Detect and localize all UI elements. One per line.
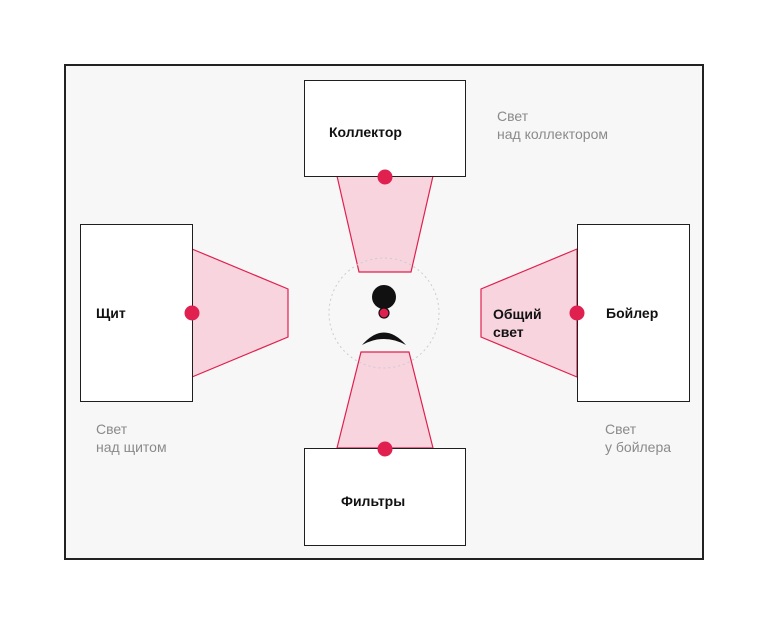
collector-box[interactable] [304, 80, 466, 177]
general-light-arc-icon [362, 332, 406, 345]
general-light-fixture-icon [372, 285, 396, 309]
filters-label: Фильтры [341, 493, 406, 509]
collector-label: Коллектор [329, 124, 402, 140]
panel-caption: Свет над щитом [96, 421, 167, 456]
filters-box[interactable] [304, 448, 466, 546]
boiler-caption: Свет у бойлера [605, 421, 671, 456]
general-light-range-circle [328, 257, 440, 369]
collector-caption-line2: над коллектором [497, 126, 608, 142]
panel-caption-line1: Свет [96, 421, 128, 437]
collector-caption: Свет над коллектором [497, 108, 608, 143]
collector-lamp-icon[interactable] [377, 169, 393, 185]
filters-lamp-icon[interactable] [377, 441, 393, 457]
general-light-label-line2: свет [493, 324, 524, 340]
boiler-caption-line1: Свет [605, 421, 637, 437]
boiler-box[interactable] [577, 224, 690, 402]
general-light-label-line1: Общий [493, 306, 542, 322]
boiler-lamp-icon[interactable] [569, 305, 585, 321]
panel-lamp-icon[interactable] [184, 305, 200, 321]
panel-label: Щит [96, 305, 126, 321]
panel-caption-line2: над щитом [96, 439, 167, 455]
collector-caption-line1: Свет [497, 108, 529, 124]
boiler-label: Бойлер [606, 305, 659, 321]
general-light-label: Общий свет [493, 305, 542, 341]
boiler-caption-line2: у бойлера [605, 439, 672, 455]
general-light-indicator [378, 307, 390, 319]
panel-box[interactable] [80, 224, 193, 402]
